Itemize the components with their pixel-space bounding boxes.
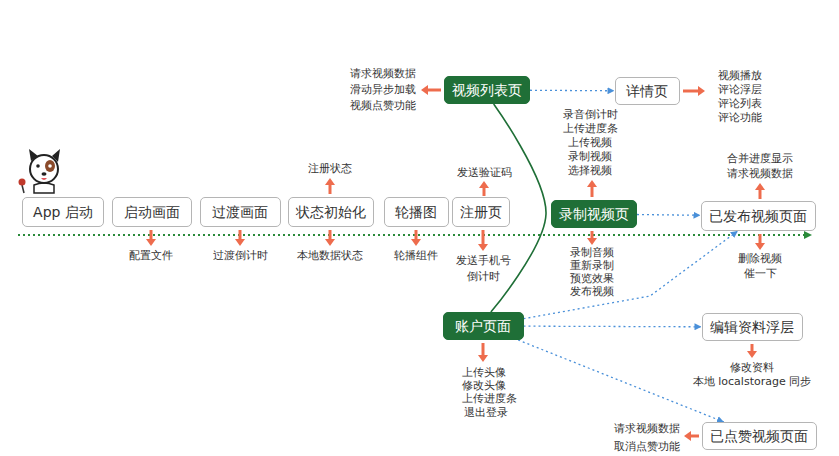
page-name: App 启动 [33, 204, 93, 220]
down-arrow [325, 230, 335, 246]
feature-note: 发送验证码 [457, 166, 512, 179]
feature-note: 发送手机号 [456, 254, 511, 267]
orange-arrows [146, 85, 765, 441]
feature-note: 修改头像 [462, 379, 506, 392]
feature-note: 预览效果 [570, 272, 614, 285]
down-arrow [755, 234, 765, 250]
page-name: 录制视频页 [559, 206, 629, 222]
feature-note: 重新录制 [570, 259, 614, 272]
right-arrow [683, 86, 705, 96]
feature-note: 删除视频 [738, 252, 782, 265]
feature-note: 评论列表 [718, 97, 762, 110]
feature-note: 视频点赞功能 [350, 99, 416, 112]
nav-arrow [524, 231, 738, 319]
mascot-ear [29, 149, 38, 161]
mascot-ear [52, 149, 60, 162]
feature-note: 评论功能 [718, 111, 762, 124]
page-name: 详情页 [626, 83, 668, 99]
page-name: 过渡画面 [212, 204, 268, 220]
page-box: 已发布视频页面 [701, 201, 816, 231]
down-arrow [146, 230, 156, 246]
page-name: 编辑资料浮层 [710, 319, 794, 335]
page-box: 启动画面 [112, 197, 192, 227]
feature-note: 本地 localstorage 同步 [693, 375, 811, 388]
feature-note: 修改资料 [730, 361, 774, 374]
feature-note: 注册状态 [308, 162, 352, 175]
feature-note: 上传视频 [568, 136, 612, 149]
feature-note: 录音倒计时 [563, 108, 618, 121]
feature-note: 取消点赞功能 [614, 440, 680, 453]
feature-note: 合并进度显示 [727, 152, 793, 165]
mascot-patch [45, 160, 55, 172]
mascot-head [30, 155, 58, 183]
feature-note: 请求视频数据 [614, 422, 680, 435]
feature-note: 上传头像 [462, 366, 506, 379]
feature-note: 倒计时 [467, 270, 500, 283]
feature-note: 视频播放 [718, 69, 762, 82]
dog-mascot [19, 149, 61, 193]
mascot-tongue [41, 178, 47, 180]
left-arrow [684, 431, 699, 441]
nav-arrow [530, 90, 615, 92]
page-box: 详情页 [615, 77, 680, 105]
page-name: 轮播图 [395, 204, 437, 220]
down-arrow [747, 344, 757, 358]
feature-note: 上传进度条 [462, 392, 517, 405]
down-arrow [587, 231, 597, 245]
down-arrow [478, 343, 488, 362]
up-arrow [479, 181, 489, 196]
up-arrow [587, 180, 597, 197]
left-arrow [421, 85, 441, 95]
page-box: 过渡画面 [200, 197, 281, 227]
page-box: 轮播图 [384, 197, 449, 227]
up-arrow [755, 183, 765, 199]
key-page-box: 视频列表页 [444, 76, 530, 104]
feature-note: 评论浮层 [718, 83, 762, 96]
page-box: 注册页 [452, 197, 510, 227]
key-page-box: 账户页面 [443, 312, 524, 340]
mascot-eye [48, 164, 52, 168]
feature-note: 发布视频 [570, 285, 614, 298]
page-name: 账户页面 [455, 318, 511, 334]
timeline-line [18, 234, 804, 236]
page-box: 编辑资料浮层 [702, 313, 803, 341]
nav-arrow [524, 326, 702, 328]
page-name: 启动画面 [124, 204, 180, 220]
page-name: 已点赞视频页面 [710, 428, 808, 444]
down-arrow [411, 230, 421, 246]
mascot-nose [42, 172, 47, 176]
feature-note: 退出登录 [464, 406, 508, 419]
page-name: 注册页 [460, 204, 502, 220]
mic-head [19, 179, 26, 186]
mascot-eye [36, 164, 40, 168]
feature-note: 本地数据状态 [297, 249, 363, 262]
page-box: 状态初始化 [288, 197, 374, 227]
page-box: App 启动 [22, 197, 104, 227]
mascot-body [34, 183, 54, 193]
page-name: 已发布视频页面 [709, 208, 807, 224]
page-name: 状态初始化 [296, 204, 366, 220]
mic-stick [22, 185, 24, 193]
up-arrow [325, 178, 335, 194]
feature-note: 选择视频 [568, 164, 612, 177]
feature-note: 滑动异步加载 [350, 83, 416, 96]
down-arrow [235, 230, 245, 246]
feature-note: 配置文件 [129, 249, 173, 262]
timeline-head [804, 231, 812, 239]
feature-note: 催一下 [744, 267, 777, 280]
feature-note: 录制视频 [568, 150, 612, 163]
page-name: 视频列表页 [452, 82, 522, 98]
feature-note: 请求视频数据 [727, 167, 793, 180]
feature-note: 请求视频数据 [350, 67, 416, 80]
feature-note: 轮播组件 [394, 249, 438, 262]
page-box: 已点赞视频页面 [702, 422, 817, 450]
key-page-box: 录制视频页 [551, 200, 637, 228]
feature-note: 录制音频 [570, 246, 614, 259]
timeline [18, 231, 812, 239]
feature-note: 过渡倒计时 [213, 249, 268, 262]
nav-arrow [637, 214, 701, 216]
feature-note: 上传进度条 [563, 122, 618, 135]
down-arrow [478, 230, 488, 251]
